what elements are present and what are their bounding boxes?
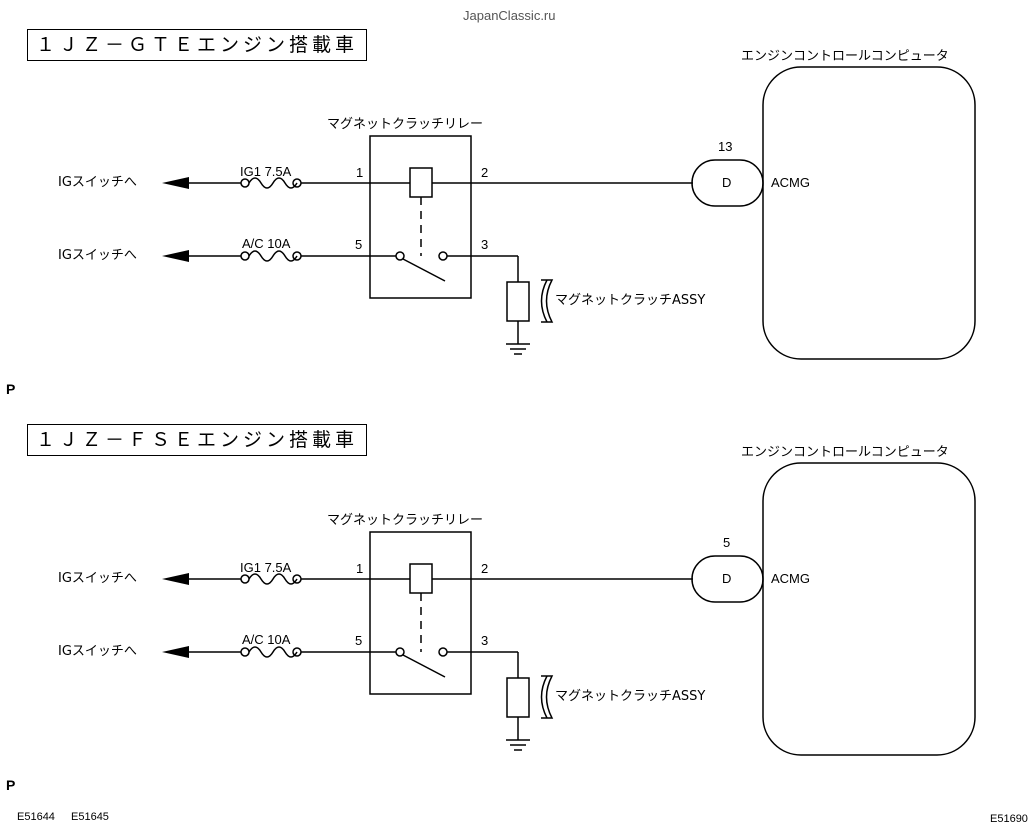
signal-label: ACMG <box>771 571 810 586</box>
feed-label: IGスイッチへ <box>58 571 137 586</box>
ecu-pin-number: 5 <box>723 535 731 550</box>
fuse-label: A/C 10A <box>242 236 291 251</box>
figure-code: E51644 <box>17 811 55 823</box>
relay-box <box>369 531 472 695</box>
connector-label: D <box>722 175 732 190</box>
arrow-left-icon <box>162 250 189 262</box>
ecu-box <box>762 462 976 756</box>
ecu-pin-number: 13 <box>718 139 733 154</box>
fuse-label: IG1 7.5A <box>240 560 292 575</box>
fuse-label: A/C 10A <box>242 632 291 647</box>
clutch-plate-a <box>540 279 548 323</box>
arrow-left-icon <box>162 573 189 585</box>
feed-label: IGスイッチへ <box>58 175 137 190</box>
relay-switch <box>402 258 446 282</box>
ecu-title: エンジンコントロールコンピュータ <box>741 445 949 460</box>
relay-title: マグネットクラッチリレー <box>327 117 484 132</box>
relay-box <box>369 135 472 299</box>
fuse-2 <box>248 250 298 262</box>
relay-title: マグネットクラッチリレー <box>327 513 484 528</box>
connector-d <box>691 159 764 207</box>
connector-d <box>691 555 764 603</box>
clutch-label: マグネットクラッチASSY <box>555 293 706 308</box>
ecu-title: エンジンコントロールコンピュータ <box>741 49 949 64</box>
circuit-drawing <box>162 462 976 756</box>
clutch-coil <box>506 677 530 718</box>
fuse-label: IG1 7.5A <box>240 164 292 179</box>
section-title: １ＪＺ－ＦＳＥエンジン搭載車 <box>27 424 368 456</box>
pin-number: 5 <box>355 633 363 648</box>
pin-number: 2 <box>481 561 489 576</box>
fuse-2 <box>248 646 298 658</box>
section-title: １ＪＺ－ＧＴＥエンジン搭載車 <box>27 29 368 61</box>
arrow-left-icon <box>162 177 189 189</box>
relay-switch <box>402 654 446 678</box>
clutch-plate-a <box>540 675 548 719</box>
fuse-1 <box>248 573 298 585</box>
page-mark: P <box>6 777 16 793</box>
ecu-box <box>762 66 976 360</box>
circuit-drawing <box>162 66 976 360</box>
pin-number: 3 <box>481 633 489 648</box>
pin-number: 3 <box>481 237 489 252</box>
connector-label: D <box>722 571 732 586</box>
watermark: JapanClassic.ru <box>463 8 556 23</box>
clutch-coil <box>506 281 530 322</box>
arrow-left-icon <box>162 646 189 658</box>
feed-label: IGスイッチへ <box>58 644 137 659</box>
pin-number: 1 <box>356 561 364 576</box>
pin-number: 1 <box>356 165 364 180</box>
pin-number: 2 <box>481 165 489 180</box>
fuse-1 <box>248 177 298 189</box>
relay-coil <box>409 167 433 198</box>
feed-label: IGスイッチへ <box>58 248 137 263</box>
figure-code: E51645 <box>71 811 109 823</box>
signal-label: ACMG <box>771 175 810 190</box>
clutch-label: マグネットクラッチASSY <box>555 689 706 704</box>
figure-code: E51690 <box>990 813 1028 825</box>
page-mark: P <box>6 381 16 397</box>
pin-number: 5 <box>355 237 363 252</box>
relay-coil <box>409 563 433 594</box>
